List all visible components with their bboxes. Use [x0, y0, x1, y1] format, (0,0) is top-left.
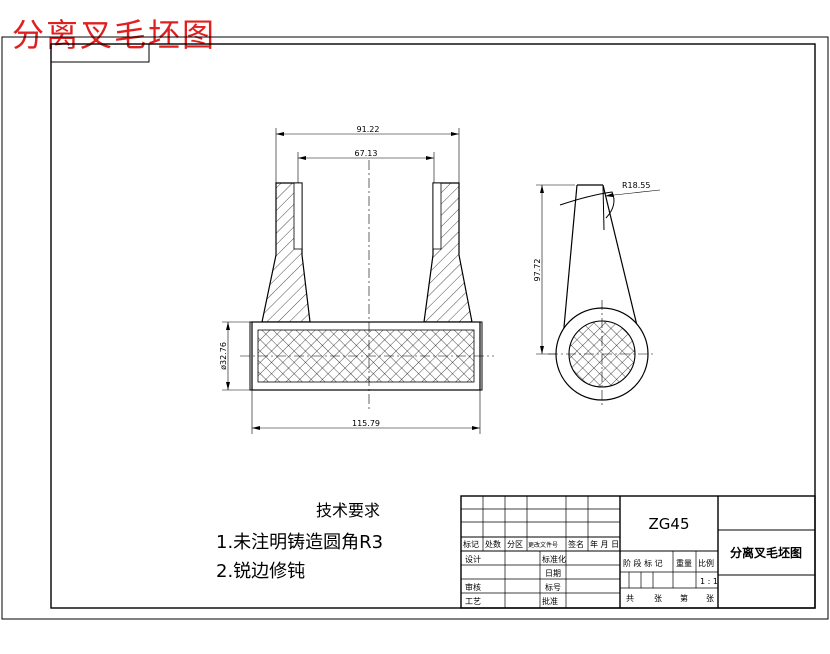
tb-label-date2: 日期 — [545, 569, 561, 578]
tb-material: ZG45 — [649, 515, 690, 533]
dim-top-inner: 67.13 — [355, 149, 378, 158]
tb-label-mark: 标记 — [463, 539, 479, 549]
inner-frame — [50, 43, 816, 609]
tb-label-scale: 比例 — [698, 558, 714, 568]
side-view: 97.72 R18.55 — [533, 181, 661, 408]
tb-label-sheet1: 张 — [654, 594, 662, 603]
technical-notes: 技术要求 1.未注明铸造圆角R3 2.锐边修钝 — [216, 501, 383, 582]
tb-label-stage: 阶 段 标 记 — [623, 558, 663, 568]
tb-label-sign: 签名 — [568, 539, 584, 549]
tb-label-design: 设计 — [465, 554, 481, 564]
tb-label-number: 标号 — [545, 582, 561, 592]
drawing-title: 分离叉毛坯图 — [12, 16, 217, 54]
dim-left-height: ø32.76 — [219, 342, 228, 370]
tb-label-approve: 批准 — [542, 596, 558, 606]
corner-box — [50, 43, 150, 63]
tb-label-sheet2: 张 — [706, 594, 714, 603]
dim-top-outer: 91.22 — [357, 125, 380, 134]
note-2: 2.锐边修钝 — [216, 561, 305, 582]
tb-label-weight: 重量 — [676, 558, 692, 568]
tb-label-process: 工艺 — [465, 597, 481, 606]
tb-label-date: 年 月 日 — [590, 539, 619, 549]
tb-label-standard: 标准化 — [542, 554, 566, 564]
title-block-text: 标记 处数 分区 更改文件号 签名 年 月 日 设计 审核 工艺 标准化 批准 … — [463, 515, 802, 606]
dim-bottom-width: 115.79 — [352, 419, 380, 428]
tb-scale-value: 1 : 1 — [700, 577, 718, 586]
dim-side-radius: R18.55 — [622, 181, 650, 190]
outer-frame — [1, 36, 829, 620]
tb-label-count: 处数 — [485, 539, 501, 549]
tb-label-zone: 分区 — [507, 540, 523, 549]
tb-drawing-name: 分离叉毛坯图 — [730, 545, 802, 560]
front-view: 91.22 67.13 ø32.76 115.79 — [219, 125, 494, 434]
dim-side-height: 97.72 — [533, 259, 542, 282]
notes-heading: 技术要求 — [316, 501, 380, 520]
tb-label-total: 共 — [626, 594, 634, 603]
tb-label-no: 第 — [680, 593, 688, 603]
tb-label-review: 审核 — [465, 582, 481, 592]
note-1: 1.未注明铸造圆角R3 — [216, 532, 383, 553]
tb-label-change-doc: 更改文件号 — [528, 541, 558, 549]
title-block — [460, 495, 816, 609]
